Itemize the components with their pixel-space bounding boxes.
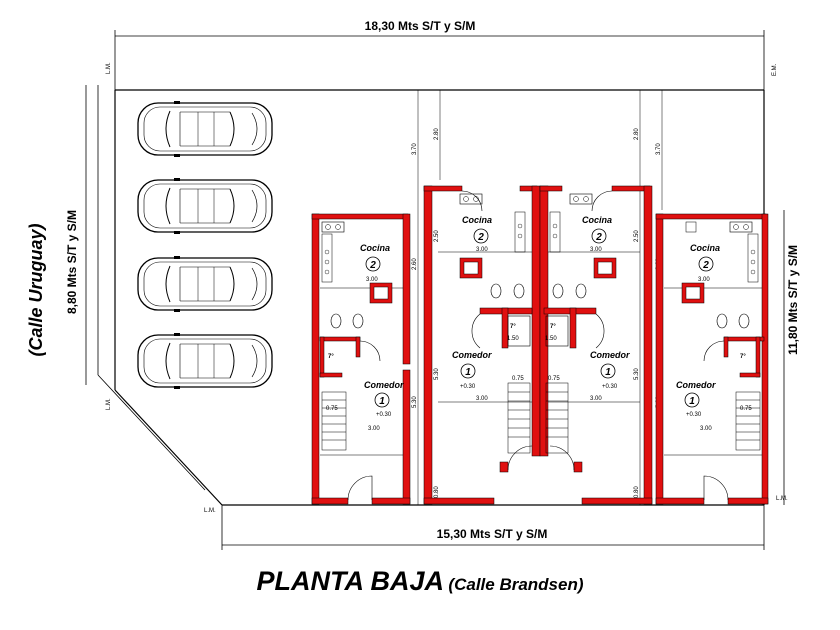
car-2 xyxy=(137,177,273,235)
bath-label-c: 7° xyxy=(550,324,556,330)
dining-num-b: 1 xyxy=(465,367,471,378)
dim-530-c: 5.30 xyxy=(634,368,640,380)
bath-label-b: 7° xyxy=(510,324,516,330)
dim-080-a: 0.80 xyxy=(434,486,440,498)
plan-title-main: PLANTA BAJA xyxy=(256,566,444,596)
dim-bottom: 15,30 Mts S/T y S/M xyxy=(437,527,548,541)
dim-530-b: 5.30 xyxy=(434,368,440,380)
dim-150-c: 1.50 xyxy=(545,336,557,342)
kitchen-label-b: Cocina xyxy=(462,215,492,225)
dim-top: 18,30 Mts S/T y S/M xyxy=(365,19,476,33)
dining-label-c: Comedor xyxy=(590,350,630,360)
dim-300-dining-c: 3.00 xyxy=(590,396,602,402)
dim-280-b: 2.80 xyxy=(634,128,640,140)
bath-label-a: 7° xyxy=(328,354,334,360)
dim-370-b: 3.70 xyxy=(656,143,662,155)
dim-530-a: 5.30 xyxy=(412,396,418,408)
kitchen-label-a: Cocina xyxy=(360,243,390,253)
dim-300-kitchen-b: 3.00 xyxy=(476,247,488,253)
dining-label-d: Comedor xyxy=(676,380,716,390)
dim-300-dining-d: 3.00 xyxy=(700,426,712,432)
dim-080-b: 0.80 xyxy=(634,486,640,498)
dim-150-b: 1.50 xyxy=(507,336,519,342)
dim-300-kitchen-a: 3.00 xyxy=(366,277,378,283)
dining-label-b: Comedor xyxy=(452,350,492,360)
bath-label-d: 7° xyxy=(740,354,746,360)
dim-right: 11,80 Mts S/T y S/M xyxy=(786,245,800,355)
dining-num-c: 1 xyxy=(605,367,611,378)
level-c: +0.30 xyxy=(602,384,618,390)
lm-mark-top-left: L.M. xyxy=(106,62,112,74)
car-1 xyxy=(137,100,273,158)
dim-300-dining-a: 3.00 xyxy=(368,426,380,432)
dim-075-b: 0.75 xyxy=(512,376,524,382)
dim-075-d: 0.75 xyxy=(740,406,752,412)
level-a: +0.30 xyxy=(376,412,392,418)
level-d: +0.30 xyxy=(686,412,702,418)
dim-300-kitchen-d: 3.00 xyxy=(698,277,710,283)
dim-075-c: 0.75 xyxy=(548,376,560,382)
dim-300-kitchen-c: 3.00 xyxy=(590,247,602,253)
kitchen-num-d: 2 xyxy=(702,260,709,271)
dim-280-a: 2.80 xyxy=(434,128,440,140)
level-b: +0.30 xyxy=(460,384,476,390)
kitchen-label-c: Cocina xyxy=(582,215,612,225)
dim-250-a: 2.50 xyxy=(434,230,440,242)
unit-b: 7° Cocina 2 3.00 Comedor 1 +0.30 3.00 0.… xyxy=(423,185,541,505)
dining-num-d: 1 xyxy=(689,396,695,407)
plan-title: PLANTA BAJA (Calle Brandsen) xyxy=(0,566,840,597)
lm-mark-left: L.M. xyxy=(106,398,112,410)
dim-260-a: 2.60 xyxy=(412,258,418,270)
kitchen-label-d: Cocina xyxy=(690,243,720,253)
unit-c: 7° Cocina 2 3.00 Comedor 1 +0.30 3.00 0.… xyxy=(539,185,653,505)
street-left-label: (Calle Uruguay) xyxy=(26,223,46,356)
em-mark-top-right: E.M. xyxy=(772,63,778,76)
car-4 xyxy=(137,332,273,390)
plan-title-sub: (Calle Brandsen) xyxy=(448,575,584,594)
dining-num-a: 1 xyxy=(379,396,385,407)
lm-mark-bottom-left: L.M. xyxy=(204,508,216,514)
lm-mark-bottom-right: L.M. xyxy=(776,496,788,502)
dim-370-a: 3.70 xyxy=(412,143,418,155)
kitchen-num-b: 2 xyxy=(477,232,484,243)
dim-300-dining-b: 3.00 xyxy=(476,396,488,402)
kitchen-num-a: 2 xyxy=(369,260,376,271)
dim-left: 8,80 Mts S/T y S/M xyxy=(65,210,79,314)
unit-d: 7° Cocina 2 3.00 Comedor 1 +0.30 3.00 0.… xyxy=(655,213,769,505)
kitchen-num-c: 2 xyxy=(595,232,602,243)
unit-a: 7° Cocina 2 3.00 Comedor 1 +0.30 3.00 0.… xyxy=(311,213,411,505)
dim-075-a: 0.75 xyxy=(326,406,338,412)
car-3 xyxy=(137,255,273,313)
dining-label-a: Comedor xyxy=(364,380,404,390)
dim-250-b: 2.50 xyxy=(634,230,640,242)
